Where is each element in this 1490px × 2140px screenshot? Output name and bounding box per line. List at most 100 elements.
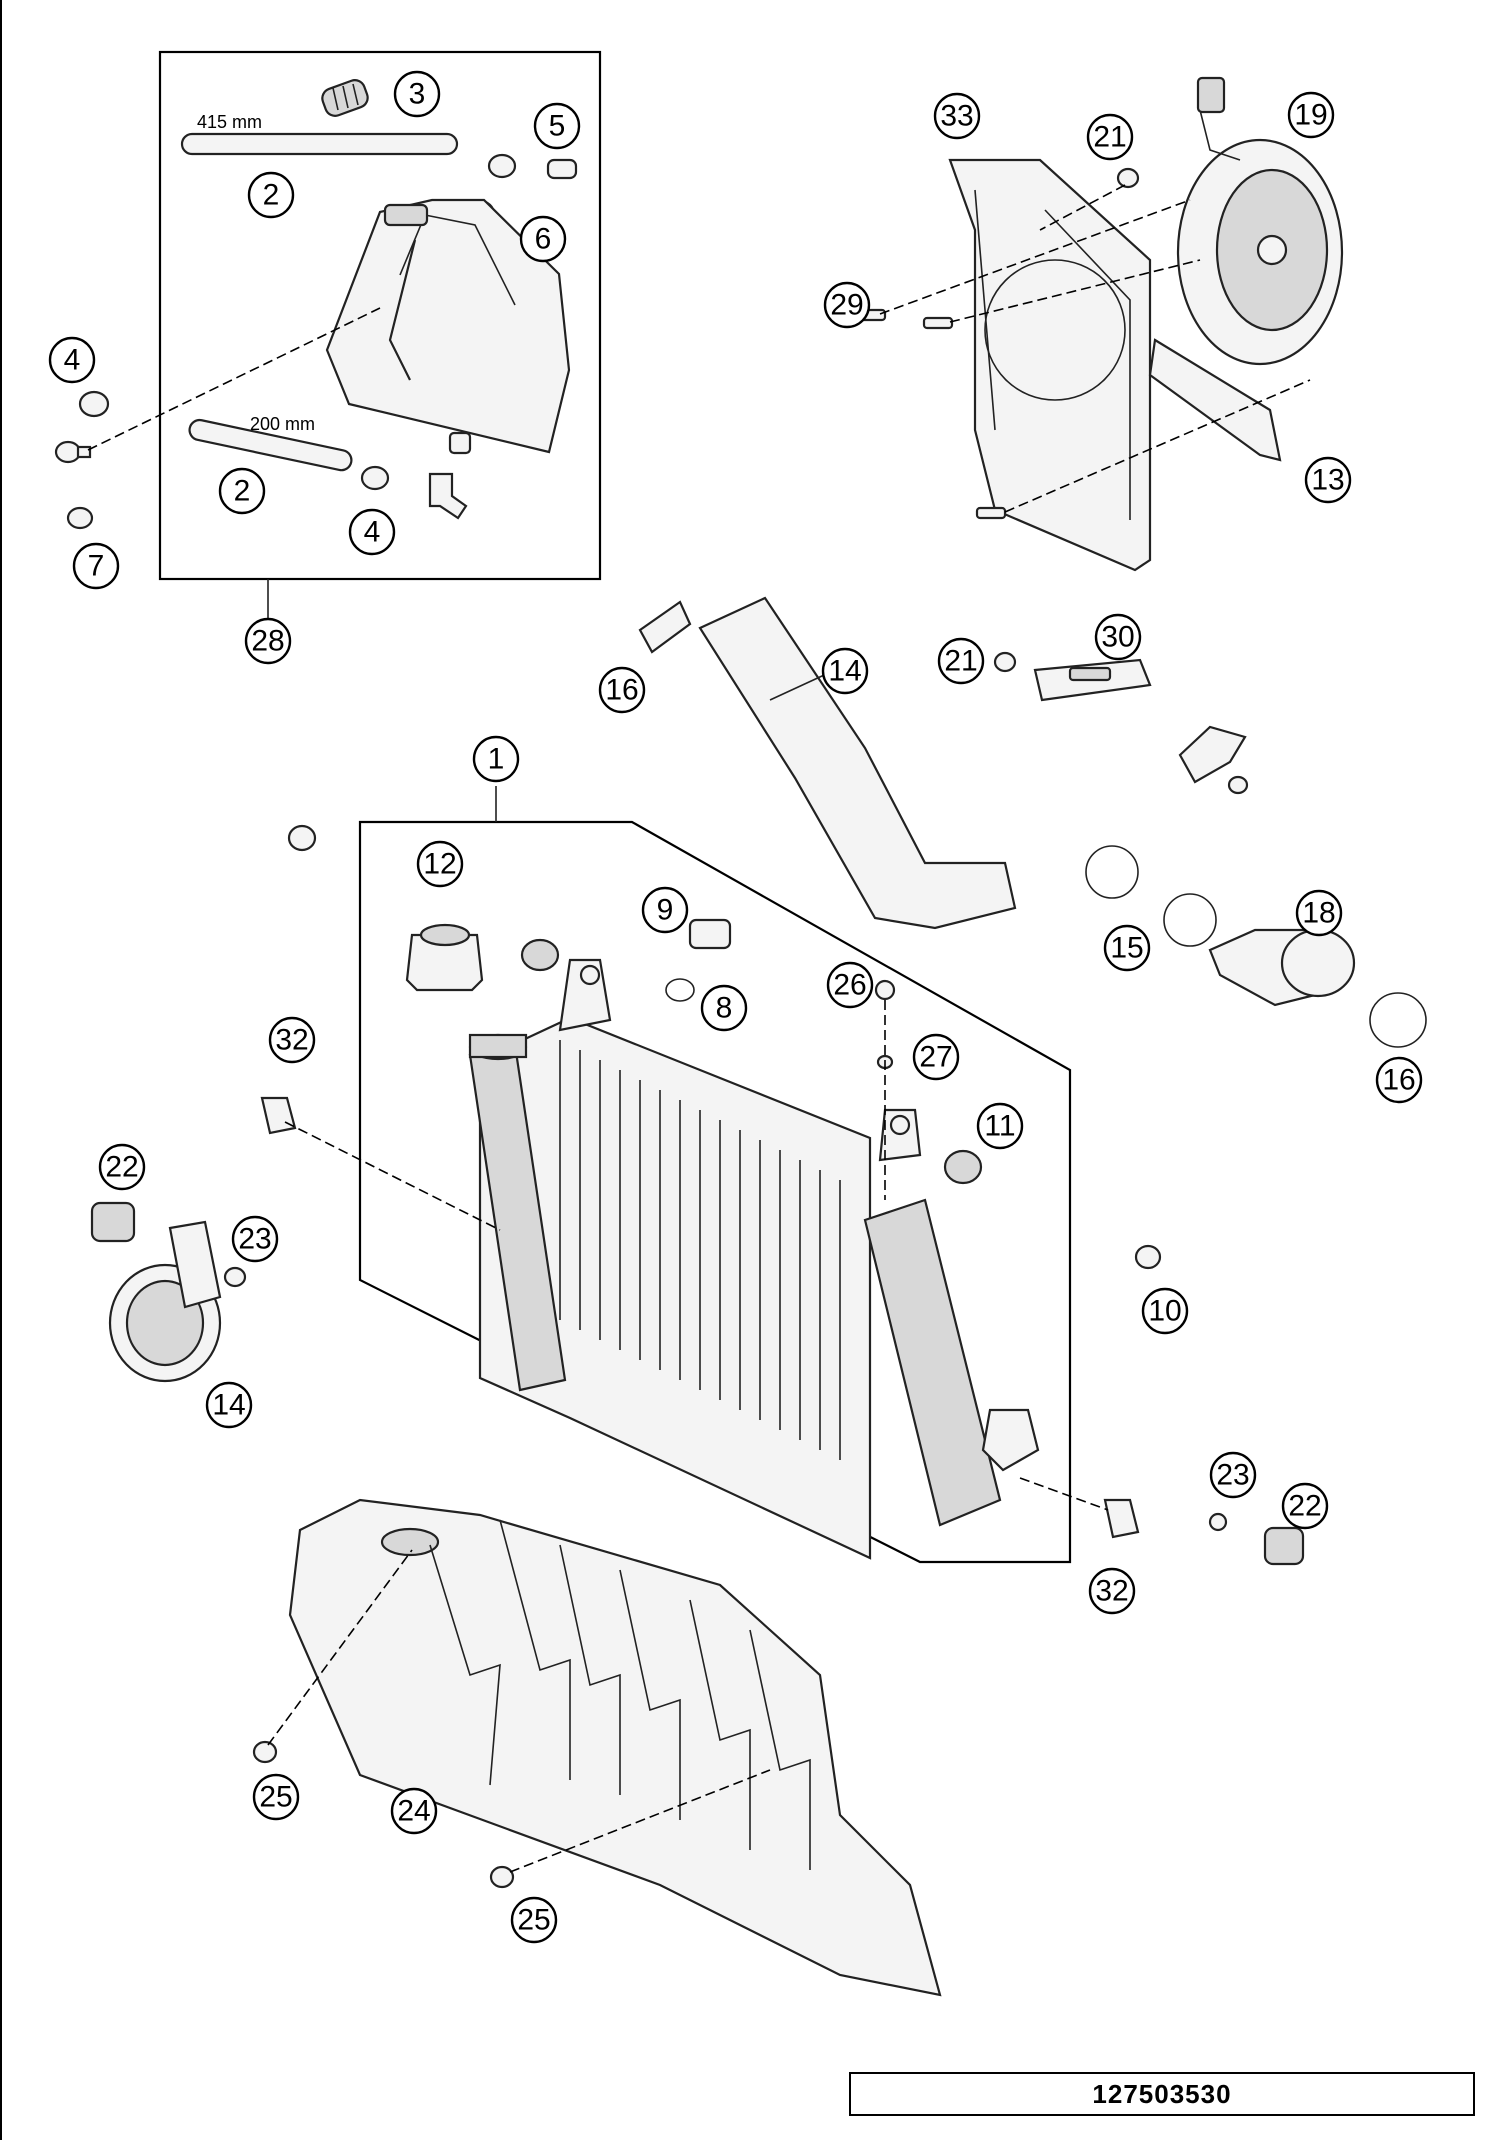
sensor-part — [665, 918, 732, 1002]
fan-bracket-part — [1148, 338, 1282, 462]
callout-32a-label: 32 — [275, 1024, 308, 1057]
callout-4a: 4 — [48, 336, 96, 384]
callout-13: 13 — [1304, 456, 1352, 504]
screw-7-part — [66, 506, 94, 530]
screw-25-lower-line — [509, 1769, 771, 1873]
callout-32b: 32 — [1088, 1567, 1136, 1615]
callout-5-label: 5 — [549, 110, 566, 143]
clamp-16-part — [1369, 992, 1427, 1048]
callout-21b-label: 21 — [944, 645, 977, 678]
screw-25-upper-line — [267, 1549, 413, 1746]
callout-4b-label: 4 — [364, 516, 381, 549]
callout-27: 27 — [912, 1033, 960, 1081]
callout-6-label: 6 — [535, 223, 552, 256]
callout-2a: 2 — [247, 171, 295, 219]
callout-12: 12 — [416, 840, 464, 888]
clip-32-right-line — [1019, 1477, 1109, 1511]
callout-22a: 22 — [98, 1143, 146, 1191]
callout-16b-label: 16 — [1382, 1064, 1415, 1097]
callout-10: 10 — [1141, 1287, 1189, 1335]
callout-33: 33 — [933, 92, 981, 140]
callout-1: 1 — [472, 735, 520, 783]
callout-26: 26 — [826, 961, 874, 1009]
callout-23a: 23 — [231, 1215, 279, 1263]
callout-24: 24 — [390, 1787, 438, 1835]
callout-23b: 23 — [1209, 1451, 1257, 1499]
callout-25a-label: 25 — [259, 1781, 292, 1814]
clamp-4-part — [360, 465, 390, 491]
radiator-core-part — [478, 1016, 872, 1560]
expansion-tank-part — [325, 198, 571, 454]
callout-18: 18 — [1295, 889, 1343, 937]
callout-30: 30 — [1094, 613, 1142, 661]
callout-8-label: 8 — [716, 992, 733, 1025]
clamp-5-part — [487, 153, 578, 180]
radiator-guard-part — [288, 1498, 942, 1997]
screw-13-line — [1004, 379, 1311, 513]
callout-2b-label: 2 — [234, 475, 251, 508]
callout-4b: 4 — [348, 508, 396, 556]
bolt-upper-left-part — [287, 824, 317, 852]
screw-25-upper-part — [252, 1740, 278, 1764]
rubber-damper-left-part — [90, 1201, 136, 1243]
callout-9-label: 9 — [657, 894, 674, 927]
callout-23a-label: 23 — [238, 1223, 271, 1256]
hose-415-part — [180, 132, 459, 156]
callout-25a: 25 — [252, 1773, 300, 1821]
callout-25b: 25 — [510, 1896, 558, 1944]
callout-25b-label: 25 — [517, 1904, 550, 1937]
callout-1-label: 1 — [488, 743, 505, 776]
radiator-right-tank-part — [863, 1198, 1040, 1527]
callout-11: 11 — [976, 1102, 1024, 1150]
callout-28-label: 28 — [251, 625, 284, 658]
screw-to-tank-line — [87, 307, 381, 451]
callout-21a: 21 — [1086, 113, 1134, 161]
callout-21a-label: 21 — [1093, 121, 1126, 154]
kit-28-frame — [158, 50, 602, 581]
pipe-18-part — [1208, 928, 1356, 1007]
bolt-10-part — [1134, 1244, 1162, 1270]
callout-15-label: 15 — [1110, 932, 1143, 965]
callout-3-label: 3 — [409, 78, 426, 111]
elbow-fitting-part — [428, 431, 472, 520]
callout-21b: 21 — [937, 637, 985, 685]
callout-6: 6 — [519, 215, 567, 263]
screw-29-line — [879, 199, 1191, 315]
callout-14b: 14 — [205, 1381, 253, 1429]
horn-part — [108, 1220, 222, 1383]
callout-33-label: 33 — [940, 100, 973, 133]
callout-18-label: 18 — [1302, 897, 1335, 930]
fan-shroud-part — [948, 158, 1152, 572]
page-border-left — [0, 0, 2, 2140]
hose-clip-16-part — [638, 600, 692, 654]
nut-23-left-part — [223, 1266, 247, 1288]
clip-32-left-part — [260, 1096, 297, 1135]
callout-28: 28 — [244, 617, 292, 665]
callout-16a-label: 16 — [605, 674, 638, 707]
bracket-30-part — [993, 651, 1152, 702]
hose-200-part — [188, 418, 353, 472]
clamp-15-part — [1085, 845, 1217, 947]
callout-5: 5 — [533, 102, 581, 150]
dim-hose-short: 200 mm — [250, 414, 315, 434]
callout-9: 9 — [641, 886, 689, 934]
filler-neck-part — [468, 1033, 528, 1061]
radiator-group-frame — [358, 820, 1072, 1564]
callout-11-label: 11 — [984, 1110, 1015, 1143]
mount-tab-part — [558, 958, 922, 1162]
clip-32-right-part — [1103, 1498, 1140, 1539]
callout-22b: 22 — [1281, 1482, 1329, 1530]
callout-22b-label: 22 — [1288, 1490, 1321, 1523]
callout-7: 7 — [72, 542, 120, 590]
dim-hose-long: 415 mm — [197, 112, 262, 132]
callout-29: 29 — [823, 281, 871, 329]
grommet-part — [520, 938, 983, 1185]
callout-32a: 32 — [268, 1016, 316, 1064]
clip-32-left-line — [284, 1121, 501, 1231]
bracket-small-part — [1178, 725, 1249, 795]
callout-16b: 16 — [1375, 1056, 1423, 1104]
callout-10-label: 10 — [1148, 1295, 1181, 1328]
callout-13-label: 13 — [1311, 464, 1344, 497]
screw-outer-part — [54, 440, 92, 464]
